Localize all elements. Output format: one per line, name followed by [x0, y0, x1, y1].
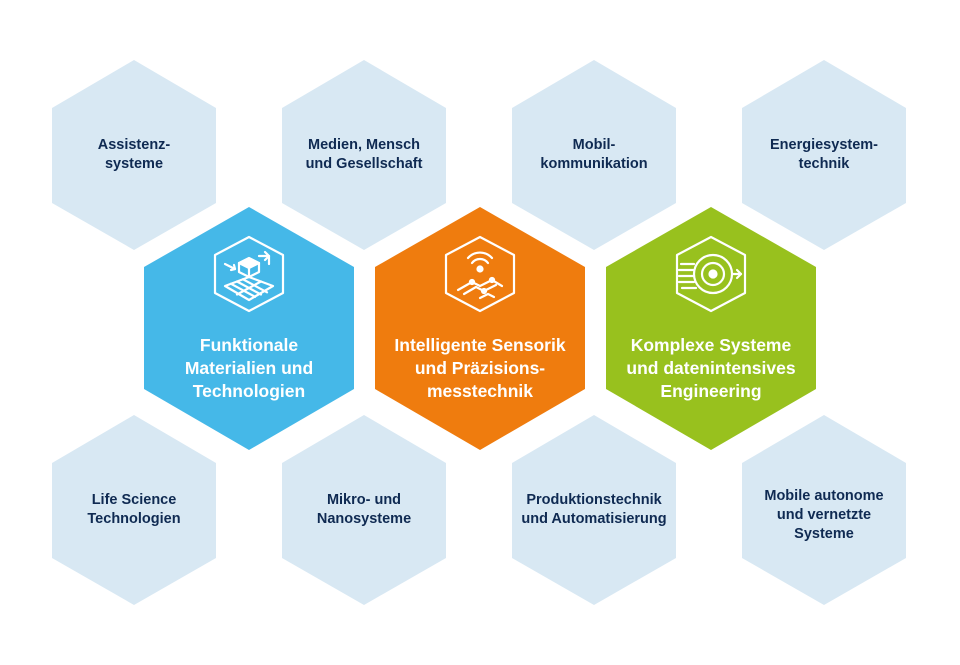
hexagon-mikro-nanosysteme: [282, 415, 446, 605]
hexagon-produktionstechnik-automatisierung: [512, 415, 676, 605]
hexagon-mobilkommunikation: [512, 60, 676, 250]
hexagon-assistenzsysteme: [52, 60, 216, 250]
hexagon-mobile-autonome-systeme: [742, 415, 906, 605]
hexagon-funktionale-materialien: [144, 207, 354, 450]
hexagon-life-science-technologien: [52, 415, 216, 605]
hexagon-intelligente-sensorik: [375, 207, 585, 450]
hexagon-medien-mensch-gesellschaft: [282, 60, 446, 250]
hexagon-energiesystemtechnik: [742, 60, 906, 250]
hexagon-komplexe-systeme: [606, 207, 816, 450]
